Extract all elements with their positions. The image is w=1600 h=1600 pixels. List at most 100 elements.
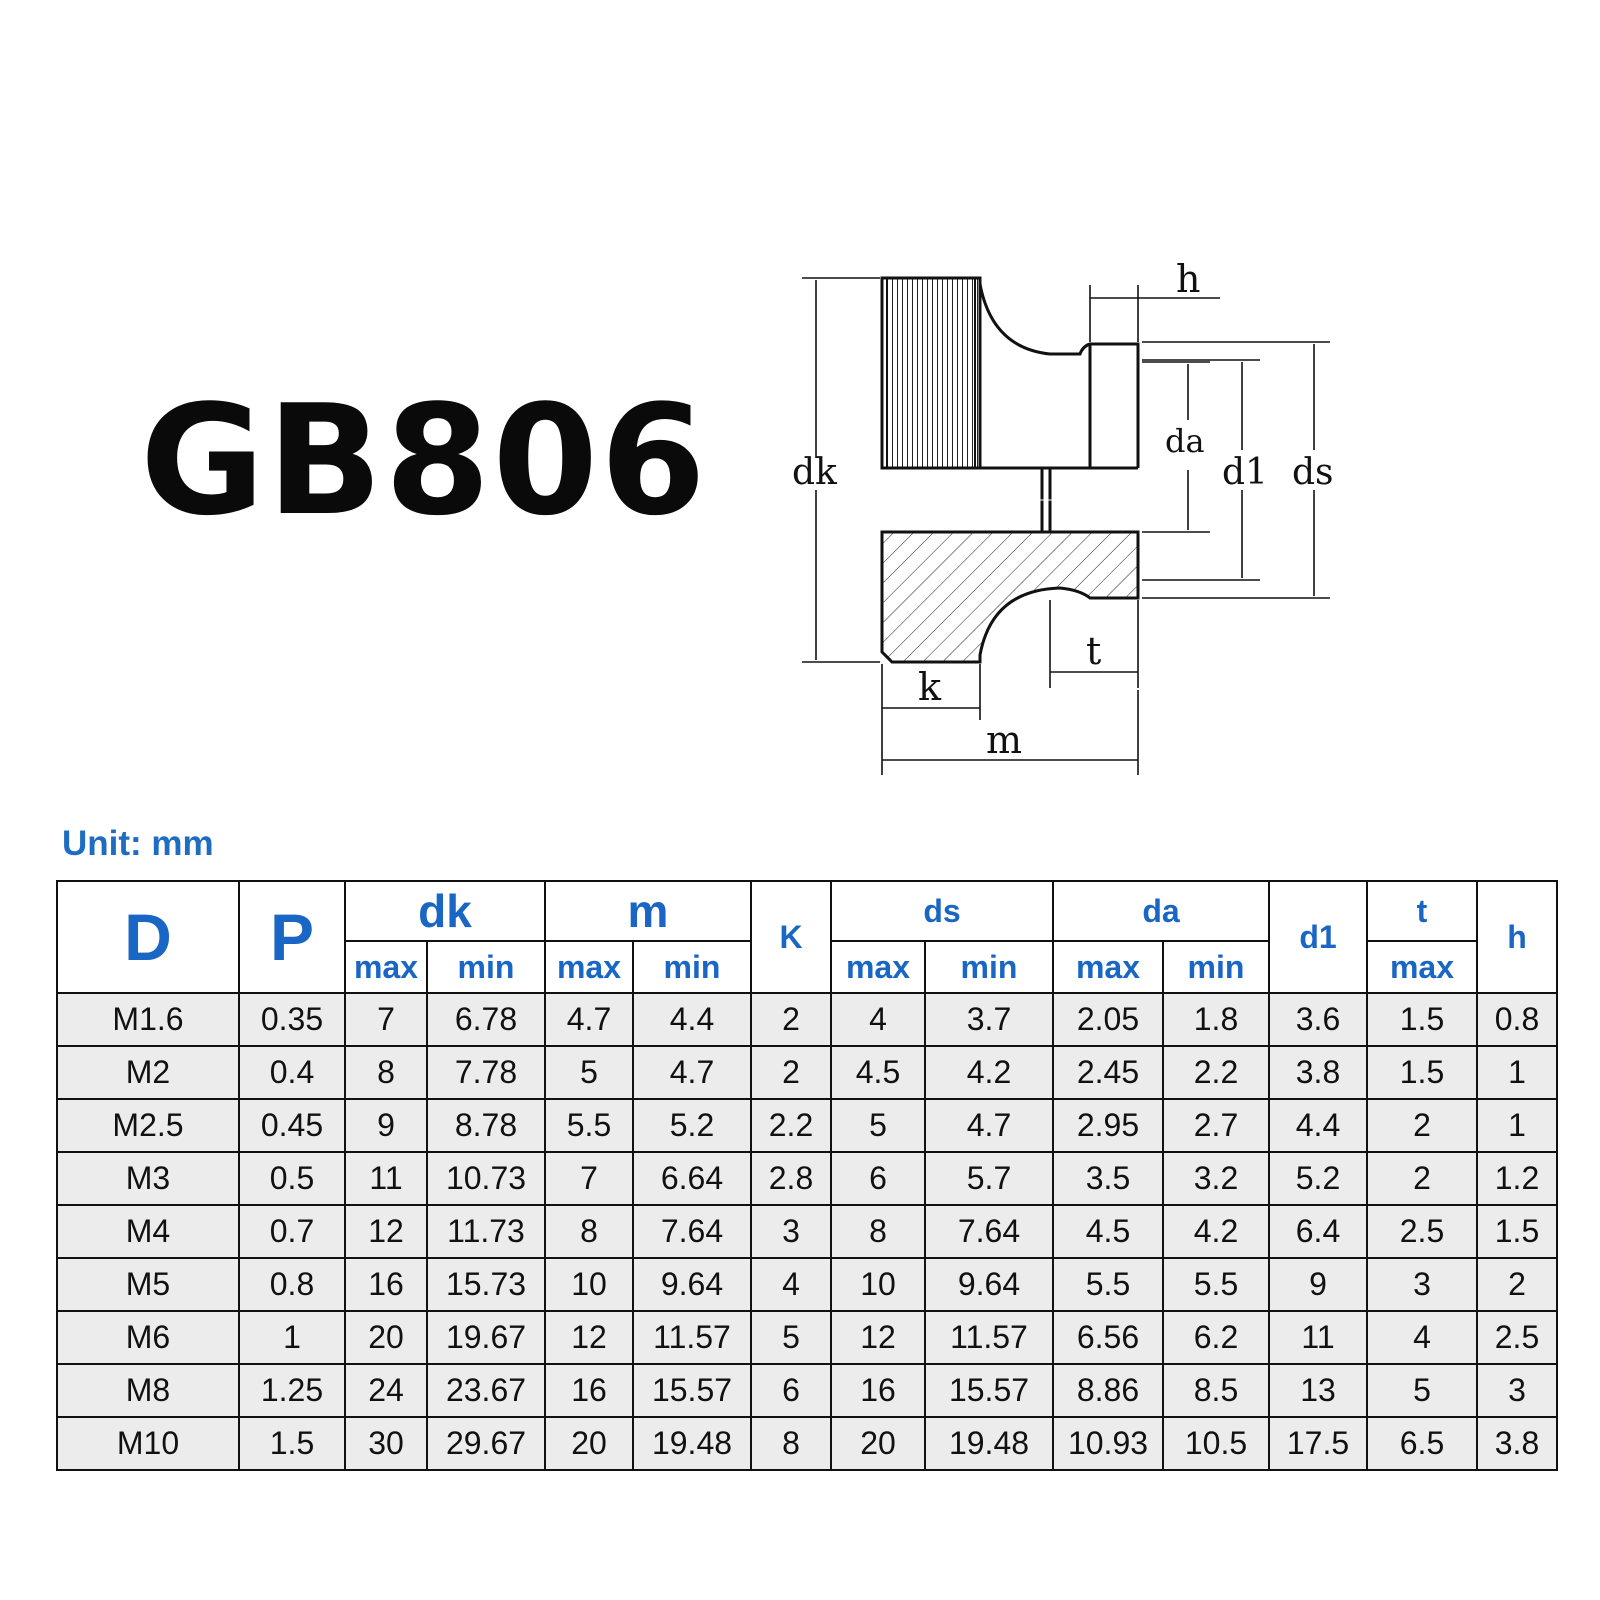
table-cell: 5.5	[1162, 1257, 1270, 1312]
table-cell: 6.2	[1162, 1310, 1270, 1365]
table-cell: 5.2	[632, 1098, 752, 1153]
table-cell: 4.7	[924, 1098, 1054, 1153]
table-cell: 0.4	[238, 1045, 346, 1100]
table-cell: 2.5	[1366, 1204, 1478, 1259]
table-cell: 10	[544, 1257, 634, 1312]
table-cell: 3.8	[1268, 1045, 1368, 1100]
table-cell: 0.5	[238, 1151, 346, 1206]
table-cell: 7.78	[426, 1045, 546, 1100]
subheader-da-min: min	[1162, 940, 1270, 994]
table-cell: 12	[830, 1310, 926, 1365]
subheader-dk-min: min	[426, 940, 546, 994]
table-cell: 1	[1476, 1045, 1558, 1100]
table-cell: 4.5	[1052, 1204, 1164, 1259]
table-cell: 1.2	[1476, 1151, 1558, 1206]
table-cell: 29.67	[426, 1416, 546, 1471]
table-cell: M2.5	[56, 1098, 240, 1153]
table-cell: M2	[56, 1045, 240, 1100]
table-cell: 20	[344, 1310, 428, 1365]
table-cell: 13	[1268, 1363, 1368, 1418]
header-ds: ds	[830, 880, 1054, 942]
knurled-head	[880, 276, 982, 470]
table-cell: 4	[830, 992, 926, 1047]
header-dk: dk	[344, 880, 546, 942]
table-cell: 2	[1366, 1098, 1478, 1153]
table-cell: 6	[830, 1151, 926, 1206]
table-cell: M8	[56, 1363, 240, 1418]
label-ds: ds	[1292, 452, 1334, 493]
table-cell: 0.35	[238, 992, 346, 1047]
table-cell: 7.64	[632, 1204, 752, 1259]
table-cell: 4	[1366, 1310, 1478, 1365]
table-cell: 2.2	[1162, 1045, 1270, 1100]
table-cell: M6	[56, 1310, 240, 1365]
table-cell: 2.8	[750, 1151, 832, 1206]
table-cell: 20	[544, 1416, 634, 1471]
table-cell: 3.7	[924, 992, 1054, 1047]
header-D: D	[56, 880, 240, 994]
table-cell: 5.5	[1052, 1257, 1164, 1312]
dimension-table: D P dk m K ds da d1 t h max min max min …	[56, 880, 1558, 1471]
table-cell: 24	[344, 1363, 428, 1418]
header-t: t	[1366, 880, 1478, 942]
table-cell: 11.57	[632, 1310, 752, 1365]
table-cell: 8.5	[1162, 1363, 1270, 1418]
table-cell: 4.5	[830, 1045, 926, 1100]
table-cell: 5.5	[544, 1098, 634, 1153]
header-K: K	[750, 880, 832, 994]
table-cell: 5	[830, 1098, 926, 1153]
table-cell: 4.4	[632, 992, 752, 1047]
table-cell: 2	[1366, 1151, 1478, 1206]
dimension-lines	[802, 277, 1330, 775]
table-cell: 5.7	[924, 1151, 1054, 1206]
table-cell: 10.93	[1052, 1416, 1164, 1471]
table-cell: 3.8	[1476, 1416, 1558, 1471]
header-da: da	[1052, 880, 1270, 942]
table-cell: 9.64	[632, 1257, 752, 1312]
table-cell: 3	[750, 1204, 832, 1259]
table-cell: 10	[830, 1257, 926, 1312]
table-cell: 30	[344, 1416, 428, 1471]
table-cell: 1.8	[1162, 992, 1270, 1047]
table-cell: 6.78	[426, 992, 546, 1047]
thumb-nut-drawing: h dk da d1 ds t k m	[792, 257, 1334, 775]
subheader-m-max: max	[544, 940, 634, 994]
table-cell: 9	[344, 1098, 428, 1153]
unit-label: Unit: mm	[62, 824, 214, 863]
subheader-da-max: max	[1052, 940, 1164, 994]
section-lower-half	[880, 530, 1140, 664]
table-cell: 16	[830, 1363, 926, 1418]
label-h: h	[1176, 257, 1200, 301]
table-cell: 2.95	[1052, 1098, 1164, 1153]
table-cell: 4	[750, 1257, 832, 1312]
table-cell: 7.64	[924, 1204, 1054, 1259]
table-cell: 2.45	[1052, 1045, 1164, 1100]
table-cell: 4.2	[924, 1045, 1054, 1100]
table-cell: 11	[1268, 1310, 1368, 1365]
table-cell: 2.2	[750, 1098, 832, 1153]
table-cell: 0.8	[1476, 992, 1558, 1047]
table-cell: M4	[56, 1204, 240, 1259]
standard-title: GB806	[140, 372, 708, 549]
table-cell: 3.6	[1268, 992, 1368, 1047]
table-cell: 12	[344, 1204, 428, 1259]
table-cell: 0.7	[238, 1204, 346, 1259]
table-cell: 6.56	[1052, 1310, 1164, 1365]
table-cell: 3	[1366, 1257, 1478, 1312]
table-cell: M5	[56, 1257, 240, 1312]
table-cell: 20	[830, 1416, 926, 1471]
table-cell: 8	[544, 1204, 634, 1259]
table-cell: 4.4	[1268, 1098, 1368, 1153]
table-cell: 2.7	[1162, 1098, 1270, 1153]
table-cell: 16	[344, 1257, 428, 1312]
header-h: h	[1476, 880, 1558, 994]
table-cell: 8	[830, 1204, 926, 1259]
table-cell: 9.64	[924, 1257, 1054, 1312]
table-cell: 8.78	[426, 1098, 546, 1153]
